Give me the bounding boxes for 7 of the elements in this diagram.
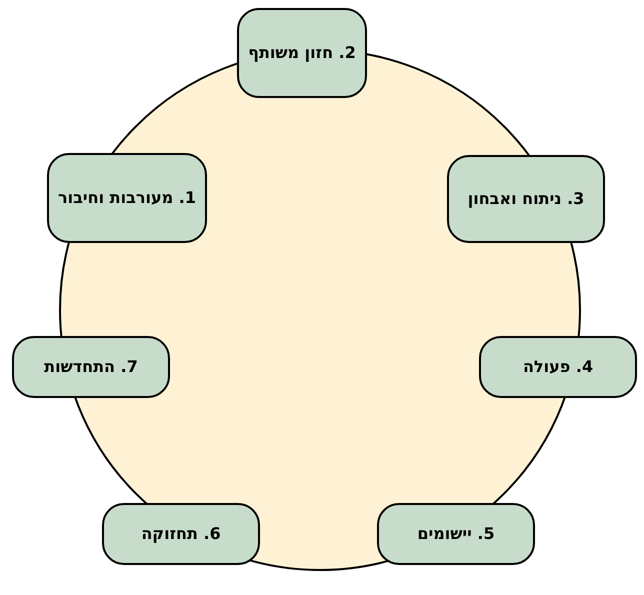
stage-box: 6. תחזוקה (102, 503, 260, 565)
stage-box: 4. פעולה (479, 336, 637, 398)
stage-box: 1. מעורבות וחיבור (47, 153, 207, 243)
stage-box: 3. ניתוח ואבחון (447, 155, 605, 243)
stage-box: 7. התחדשות (12, 336, 170, 398)
stage-box: 5. יישומים (377, 503, 535, 565)
stage-box: 2. חזון משותף (237, 8, 367, 98)
